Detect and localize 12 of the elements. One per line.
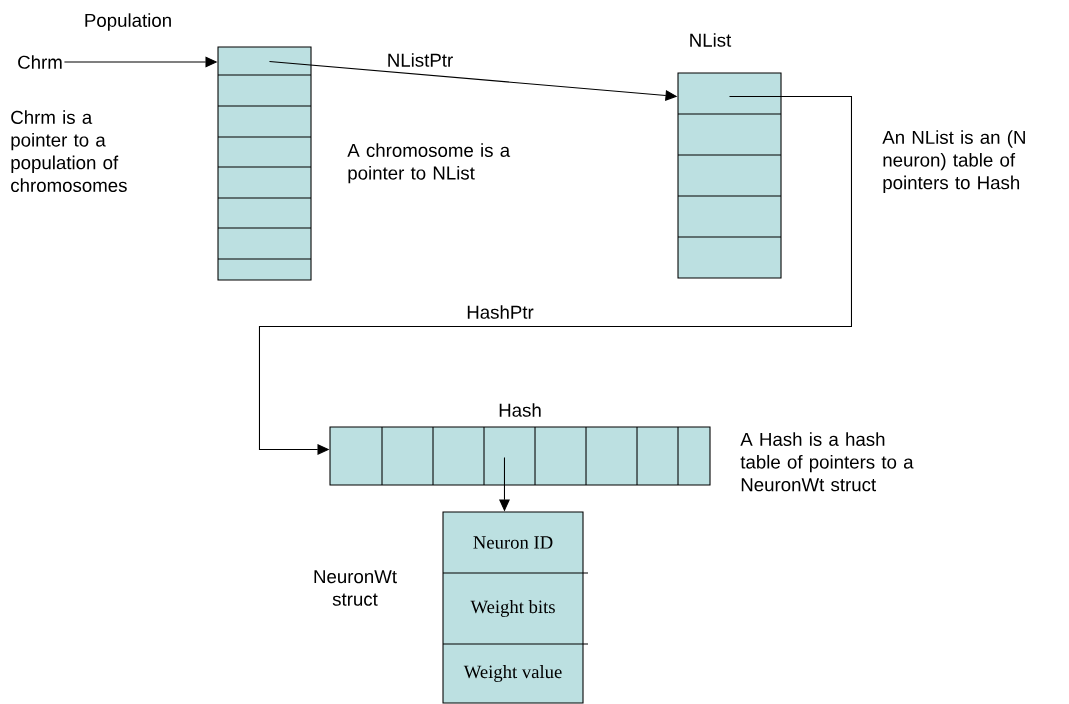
edge-label: NListPtr — [388, 53, 453, 67]
note-text: A Hash is a hash table of pointers to a NeuronWt struct — [740, 432, 914, 492]
note-text: Chrm is a pointer to a population of chromosomes — [11, 110, 127, 192]
arrow — [258, 95, 852, 455]
struct-caption: NeuronWt struct — [314, 570, 397, 606]
pointer-name: Chrm — [18, 55, 62, 69]
note-text: A chromosome is a pointer to NList — [347, 143, 511, 184]
table-heading: Population — [85, 13, 171, 31]
edge-label: HashPtr — [467, 305, 534, 319]
table-heading: NList — [690, 33, 732, 47]
table-heading: Hash — [499, 403, 541, 417]
note-text: An NList is an (N neuron) table of pointers to Hash — [882, 130, 1025, 193]
